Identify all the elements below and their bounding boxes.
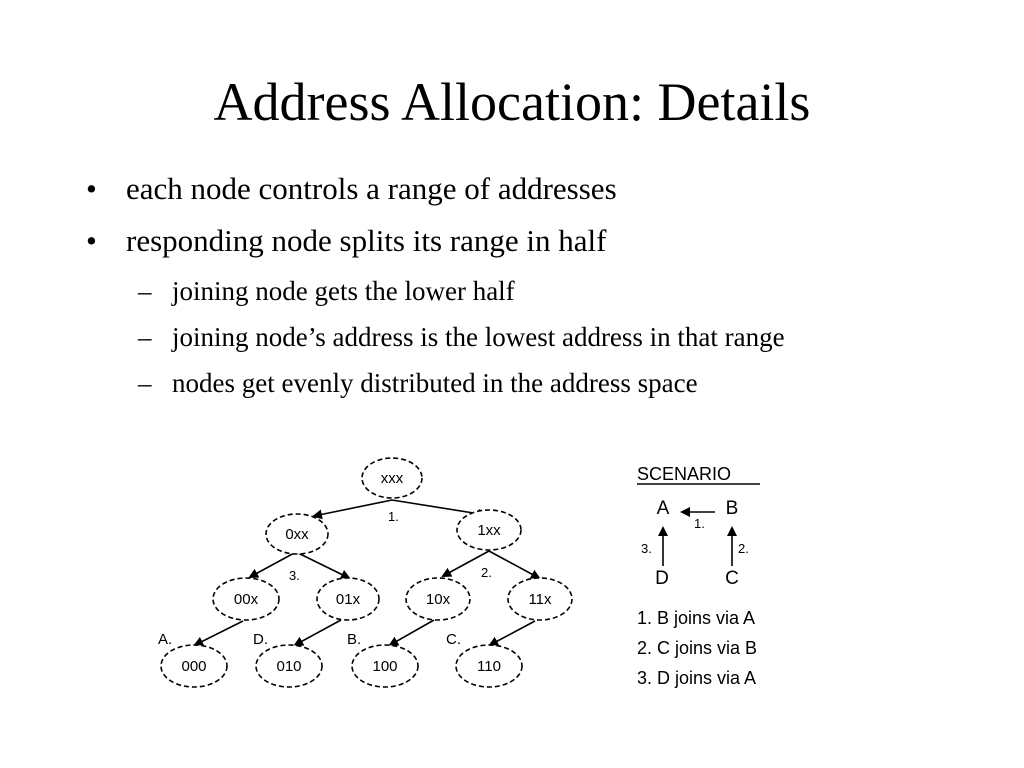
bullet-marker: • — [86, 171, 97, 206]
tree-edges — [193, 499, 541, 646]
tree-edge — [295, 551, 351, 579]
scenario-edge-label: 3. — [641, 541, 652, 556]
tree-edge — [441, 550, 490, 577]
tree-edge — [488, 620, 536, 646]
tree-step-label: 1. — [388, 509, 399, 524]
bullet-list: • each node controls a range of addresse… — [86, 170, 986, 412]
slide-title: Address Allocation: Details — [213, 72, 811, 132]
tree-label-1xx: 1xx — [477, 522, 501, 539]
sub-bullet-item: – nodes get evenly distributed in the ad… — [86, 366, 986, 400]
tree-node-010 — [255, 644, 323, 688]
scenario-edge-label: 1. — [694, 516, 705, 531]
tree-leaf-tag: D. — [253, 631, 268, 648]
tree-edge — [488, 550, 541, 579]
tree-node-10x — [405, 577, 471, 621]
scenario-node-d: D — [655, 568, 669, 589]
tree-nodes — [160, 457, 573, 688]
sub-bullet-text: joining node gets the lower half — [172, 276, 515, 306]
tree-edge — [391, 499, 488, 519]
scenario-heading: SCENARIO — [637, 464, 731, 484]
tree-step-label: 2. — [481, 565, 492, 580]
tree-step-label: 3. — [289, 568, 300, 583]
tree-label-01x: 01x — [336, 591, 361, 608]
sub-bullet-item: – joining node’s address is the lowest a… — [86, 320, 986, 354]
scenario-edge-label: 2. — [738, 541, 749, 556]
sub-bullet-item: – joining node gets the lower half — [86, 274, 986, 308]
sub-bullet-text: nodes get evenly distributed in the addr… — [172, 368, 698, 398]
tree-edge — [248, 551, 297, 578]
scenario-panel: SCENARIO A B D C 1. 3. 2. 1. B joins via… — [637, 464, 760, 688]
sub-bullet-marker: – — [138, 368, 152, 398]
bullet-item: • each node controls a range of addresse… — [86, 170, 986, 208]
tree-label-010: 010 — [276, 658, 301, 675]
bullet-text: each node controls a range of addresses — [126, 171, 617, 206]
tree-node-0xx — [265, 513, 329, 555]
tree-leaf-tag: A. — [158, 631, 172, 648]
tree-edge — [388, 619, 435, 646]
tree-edge — [193, 620, 244, 646]
sub-bullet-text: joining node’s address is the lowest add… — [172, 322, 785, 352]
tree-node-root — [361, 457, 423, 499]
tree-node-100 — [351, 644, 419, 688]
tree-leaf-tag: B. — [347, 631, 361, 648]
tree-label-000: 000 — [181, 658, 206, 675]
tree-edge — [312, 499, 393, 520]
sub-bullet-marker: – — [138, 276, 152, 306]
tree-label-11x: 11x — [528, 591, 552, 608]
bullet-marker: • — [86, 223, 97, 258]
bullet-item: • responding node splits its range in ha… — [86, 222, 986, 260]
sub-bullet-marker: – — [138, 322, 152, 352]
tree-node-110 — [455, 644, 523, 688]
tree-label-100: 100 — [372, 658, 397, 675]
tree-node-000 — [160, 644, 228, 688]
tree-node-11x — [507, 577, 573, 621]
tree-leaf-tag: C. — [446, 631, 461, 648]
scenario-step: 2. C joins via B — [637, 638, 757, 658]
tree-node-00x — [212, 577, 280, 621]
bullet-text: responding node splits its range in half — [126, 223, 607, 258]
tree-edge — [293, 619, 342, 646]
tree-label-00x: 00x — [234, 591, 259, 608]
scenario-step: 1. B joins via A — [637, 608, 755, 628]
scenario-node-c: C — [725, 568, 739, 589]
scenario-step: 3. D joins via A — [637, 668, 756, 688]
scenario-node-a: A — [657, 498, 670, 519]
tree-label-110: 110 — [477, 658, 501, 675]
scenario-node-b: B — [726, 498, 739, 519]
tree-node-1xx — [456, 509, 522, 551]
tree-node-01x — [316, 577, 380, 621]
tree-label-0xx: 0xx — [285, 526, 309, 543]
tree-label-root: xxx — [381, 470, 404, 487]
tree-label-10x: 10x — [426, 591, 451, 608]
